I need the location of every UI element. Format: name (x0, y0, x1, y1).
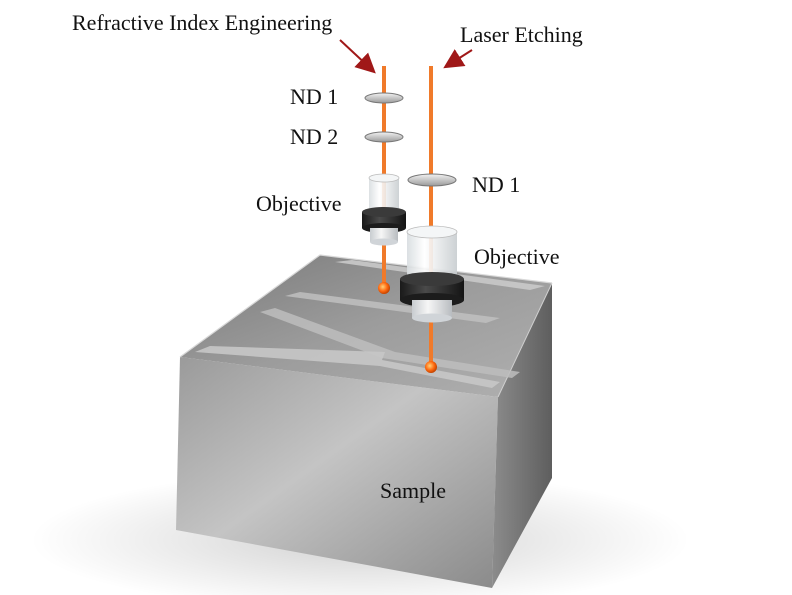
channel-y-branch (260, 308, 520, 378)
sample-top-edge (179, 254, 553, 358)
nd1-left-label: ND 1 (290, 84, 339, 109)
nd1-right-label: ND 1 (472, 172, 521, 197)
objective-left-label: Objective (256, 191, 342, 216)
right-focus-spot (425, 361, 437, 373)
sample-side-face (492, 283, 552, 588)
nd2-left-filter (364, 131, 404, 143)
channel-front (195, 346, 500, 388)
laser-etching-label: Laser Etching (460, 22, 583, 47)
left-focus-spot (378, 282, 390, 294)
sample-label: Sample (380, 478, 446, 503)
arrow-refractive-index (339, 39, 376, 74)
sample-corner-edge (497, 282, 553, 398)
nd2-left-label: ND 2 (290, 124, 339, 149)
objective-right-label: Objective (474, 244, 560, 269)
nd1-left-filter (364, 92, 404, 104)
nd1-right-filter (407, 173, 457, 187)
sample-front-face (176, 357, 498, 588)
left-objective (362, 173, 406, 246)
refractive-index-engineering-label: Refractive Index Engineering (72, 10, 333, 35)
right-objective (400, 225, 464, 323)
arrow-laser-etching (443, 49, 473, 69)
